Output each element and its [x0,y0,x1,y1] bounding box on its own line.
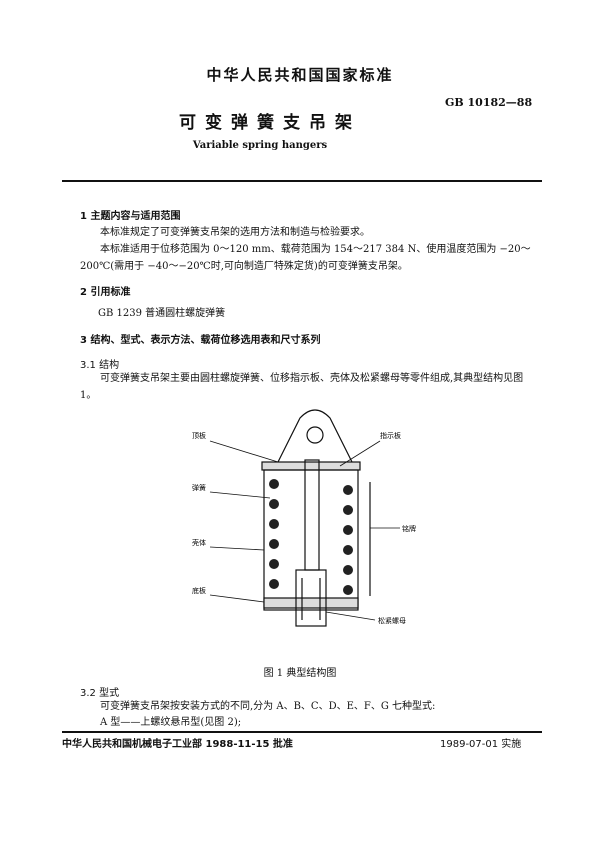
top-plate-shape [261,461,361,471]
label-top-plate: 顶板 [192,431,206,440]
section-1-heading: 1 主题内容与适用范围 [80,211,181,222]
spring-coils [269,479,353,595]
lug-hole [306,426,324,444]
label-indicator: 指示板 [380,431,401,440]
turnbuckle-shape [295,569,327,627]
section-1-paragraph-2: 本标准适用于位移范围为 0～120 mm、载荷范围为 154～217 384 N… [80,244,531,272]
subsection-3-1-heading: 3.1 结构 [80,360,120,371]
subsection-3-1-text: 可变弹簧支吊架主要由圆柱螺旋弹簧、位移指示板、壳体及松紧螺母等零件组成,其典型结… [80,373,524,401]
header-rule [62,180,542,182]
figure-caption: 图 1 典型结构图 [263,668,337,679]
label-shell: 壳体 [192,538,206,547]
label-nameplate: 铭牌 [402,524,416,533]
bottom-plate-shape [263,597,359,609]
section-2-heading: 2 引用标准 [80,287,131,298]
footer-rule [62,731,542,733]
document-title: 可变弹簧支吊架 [179,113,361,133]
subsection-3-2-text: 可变弹簧支吊架按安装方式的不同,分为 A、B、C、D、E、F、G 七种型式: [100,701,436,712]
standard-number: GB 10182—88 [445,96,533,109]
subsection-3-2-heading: 3.2 型式 [80,688,120,699]
lifting-lug [277,409,353,463]
label-bottom-plate: 底板 [192,586,206,595]
typical-structure-figure: 顶板 弹簧 壳体 底板 指示板 铭牌 松紧螺母 [192,409,416,627]
load-rod [304,459,320,571]
section-1-paragraph-1: 本标准规定了可变弹簧支吊架的选用方法和制造与检验要求。 [100,227,370,238]
english-title: Variable spring hangers [192,140,328,151]
shell-shape [263,469,359,611]
effective-date: 1989-07-01 实施 [440,739,522,750]
section-2-reference: GB 1239 普通圆柱螺旋弹簧 [98,308,226,319]
section-3-heading: 3 结构、型式、表示方法、载荷位移选用表和尺寸系列 [80,335,321,346]
type-a-item: A 型——上螺纹悬吊型(见图 2); [100,717,242,728]
label-turnbuckle: 松紧螺母 [378,616,406,625]
standard-name: 中华人民共和国国家标准 [206,66,394,84]
label-spring: 弹簧 [192,483,206,492]
approval-line: 中华人民共和国机械电子工业部 1988-11-15 批准 [62,739,293,750]
